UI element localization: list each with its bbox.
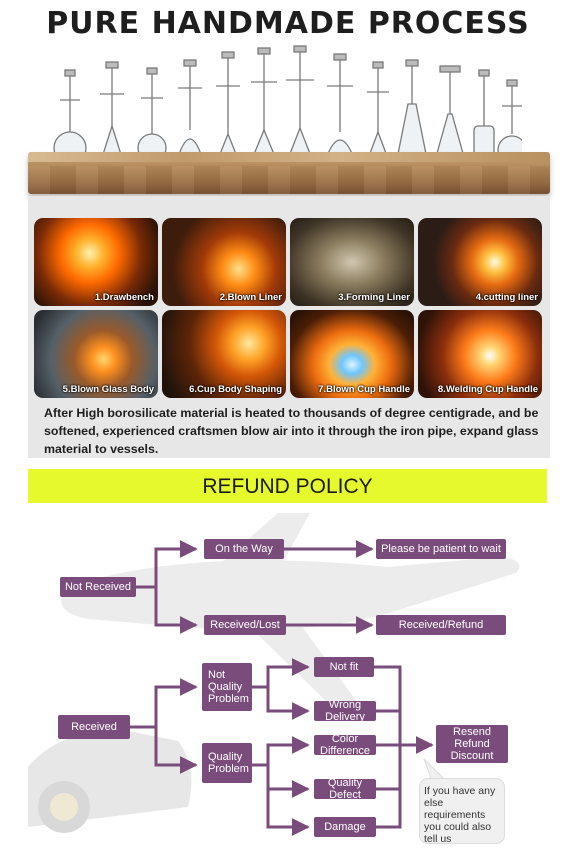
node-not-quality-problem: Not Quality Problem <box>202 663 252 711</box>
node-please-wait: Please be patient to wait <box>376 539 506 559</box>
process-step-photo-3: 3.Forming Liner <box>290 218 414 306</box>
node-quality-problem: Quality Problem <box>202 743 252 783</box>
node-received-refund: Received/Refund <box>376 615 506 635</box>
process-step-photo-6: 6.Cup Body Shaping <box>162 310 286 398</box>
process-step-label: 2.Blown Liner <box>219 292 282 303</box>
node-on-the-way: On the Way <box>204 539 284 559</box>
process-step-photo-5: 5.Blown Glass Body <box>34 310 158 398</box>
refund-policy-title: REFUND POLICY <box>202 475 373 498</box>
node-damage: Damage <box>314 817 376 837</box>
refund-policy-banner: REFUND POLICY <box>28 469 547 503</box>
process-photo-panel: 1.Drawbench 2.Blown Liner 3.Forming Line… <box>28 196 550 458</box>
flowchart-connectors <box>28 513 520 836</box>
handmade-process-section: PURE HANDMADE PROCESS 1.Drawbench 2.Blow… <box>28 6 550 458</box>
node-not-fit: Not fit <box>314 657 374 677</box>
process-step-photo-1: 1.Drawbench <box>34 218 158 306</box>
process-step-photo-7: 7.Blown Cup Handle <box>290 310 414 398</box>
note-speech-bubble: If you have any else requirements you co… <box>420 779 504 845</box>
node-not-received: Not Received <box>60 577 136 597</box>
hookah-lineup-image <box>53 45 522 165</box>
node-quality-defect: Quality Defect <box>314 777 376 801</box>
node-color-difference: Color Difference <box>314 733 376 757</box>
process-step-label: 7.Blown Cup Handle <box>318 384 410 395</box>
node-received: Received <box>58 715 130 739</box>
node-wrong-delivery: Wrong Delivery <box>314 699 376 723</box>
process-step-label: 3.Forming Liner <box>338 292 410 303</box>
process-step-photo-8: 8.Welding Cup Handle <box>418 310 542 398</box>
wooden-shelf <box>28 152 550 194</box>
refund-flowchart: Not Received On the Way Please be patien… <box>28 507 547 854</box>
node-received-lost: Received/Lost <box>204 615 286 635</box>
node-resend-refund-discount: Resend Refund Discount <box>436 725 508 763</box>
process-step-label: 8.Welding Cup Handle <box>437 384 538 395</box>
car-background-icon <box>28 729 192 833</box>
process-step-photo-2: 2.Blown Liner <box>162 218 286 306</box>
process-step-label: 6.Cup Body Shaping <box>189 384 282 395</box>
process-title: PURE HANDMADE PROCESS <box>46 6 530 41</box>
hookah-icon <box>53 45 522 165</box>
process-step-photo-4: 4.cutting liner <box>418 218 542 306</box>
process-step-label: 5.Blown Glass Body <box>62 384 154 395</box>
process-step-label: 1.Drawbench <box>94 292 154 303</box>
process-description: After High borosilicate material is heat… <box>44 406 539 456</box>
process-step-label: 4.cutting liner <box>475 292 538 303</box>
